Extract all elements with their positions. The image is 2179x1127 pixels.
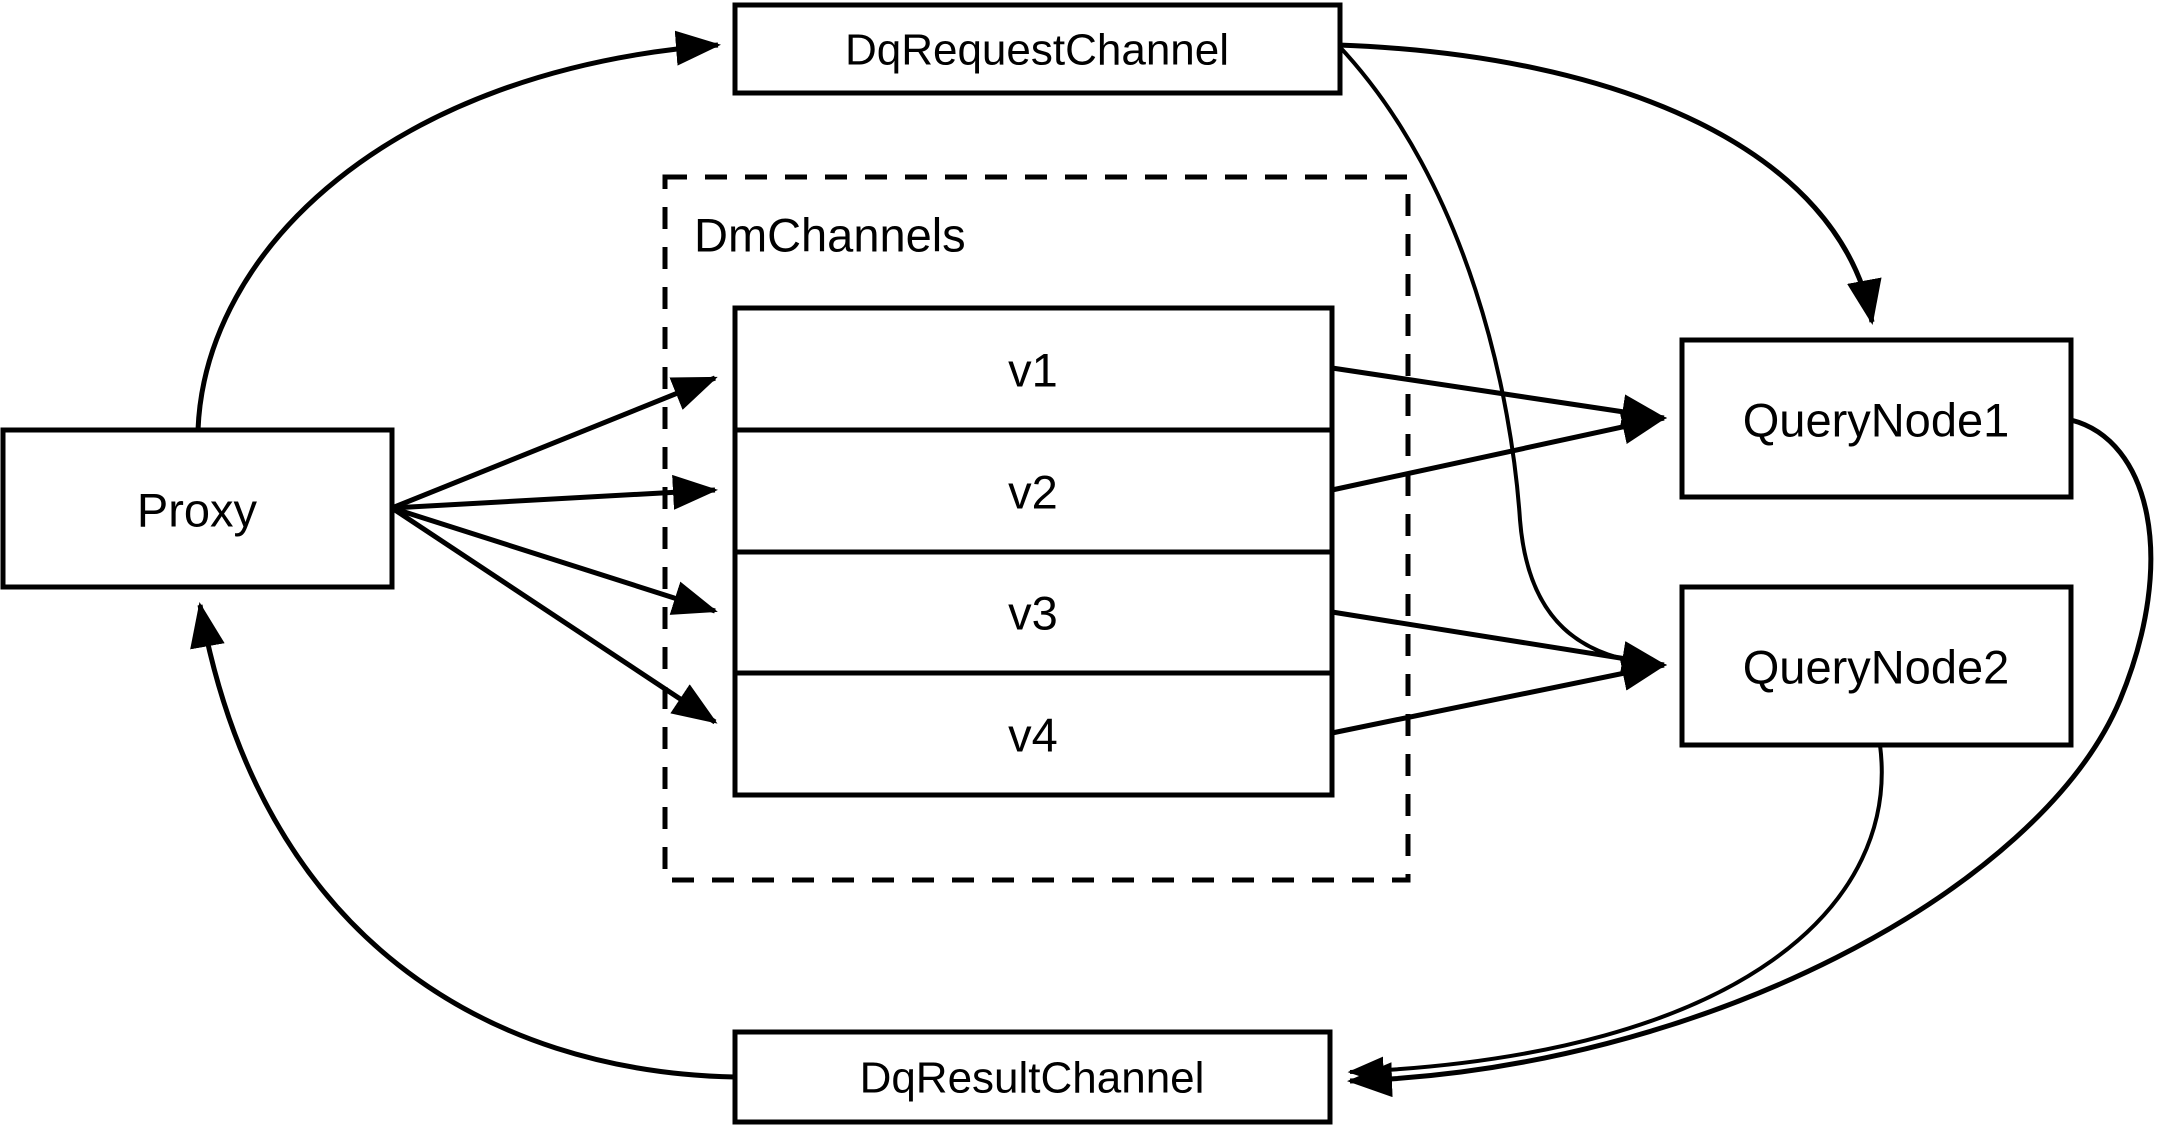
node-querynode1-label: QueryNode1	[1743, 394, 2010, 447]
dmchannels-group-label: DmChannels	[694, 209, 966, 262]
node-querynode2-label: QueryNode2	[1743, 641, 2010, 694]
vchannel-row-v4-label: v4	[1008, 709, 1058, 762]
node-querynode2	[1679, 584, 2074, 748]
node-proxy	[0, 427, 395, 590]
edge-proxy-to-v1	[391, 375, 718, 511]
edge-v3-to-querynode2	[1331, 609, 1667, 676]
edge-dqrequestchannel-to-querynode1	[1337, 42, 1882, 325]
node-dqrequestchannel	[732, 2, 1343, 96]
edge-proxy-to-dqrequestchannel	[195, 30, 721, 431]
vchannel-row-v3-label: v3	[1008, 587, 1058, 640]
vchannel-row-v2-label: v2	[1008, 466, 1058, 519]
edge-v4-to-querynode2	[1331, 656, 1667, 736]
node-dqresultchannel	[732, 1029, 1333, 1125]
edge-proxy-to-v3	[391, 505, 718, 615]
node-dqrequestchannel-label: DqRequestChannel	[845, 26, 1229, 75]
node-querynode1	[1679, 337, 2074, 500]
vchannel-row-v1-label: v1	[1008, 344, 1058, 397]
node-dqresultchannel-label: DqResultChannel	[860, 1054, 1205, 1103]
edge-v2-to-querynode1	[1331, 409, 1667, 493]
edge-dqrequestchannel-to-querynode2	[1336, 43, 1667, 677]
edge-v1-to-querynode1	[1331, 365, 1667, 430]
edge-proxy-to-v4	[390, 505, 718, 725]
edge-querynode1-to-dqresultchannel	[1347, 417, 2154, 1098]
node-proxy-label: Proxy	[137, 484, 258, 537]
edge-proxy-to-v2	[391, 474, 718, 511]
edge-querynode2-to-dqresultchannel	[1347, 744, 1884, 1085]
dmchannels-group-box	[662, 174, 1411, 883]
edge-dqresultchannel-to-proxy	[190, 602, 736, 1080]
